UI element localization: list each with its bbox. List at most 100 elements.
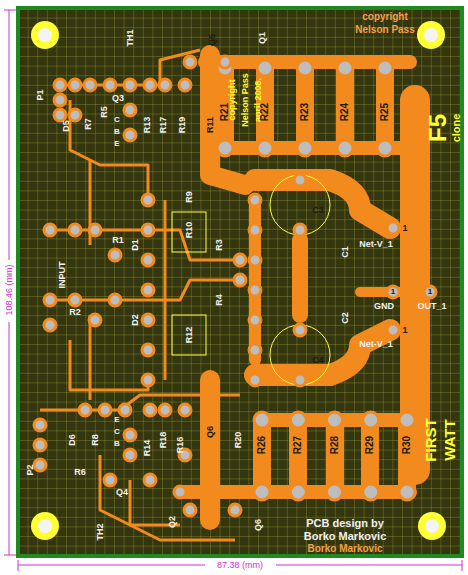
solder-pad	[254, 412, 270, 428]
board-title: F5	[426, 114, 450, 142]
solder-pad	[174, 486, 186, 498]
solder-pad	[184, 504, 196, 516]
dimension-line	[4, 10, 462, 571]
part-name: R7	[84, 118, 93, 130]
board-title: WATT	[442, 419, 457, 460]
silkscreen-text: Nelson Pass	[355, 25, 414, 35]
solder-pad	[249, 254, 261, 266]
board-outline	[18, 8, 462, 556]
solder-pad	[249, 224, 261, 236]
solder-pad	[294, 174, 306, 186]
mounting-hole	[31, 21, 446, 540]
part-name: R8	[91, 434, 100, 446]
pin-name: B	[114, 440, 120, 448]
solder-pad	[142, 314, 154, 326]
part-name: R12	[185, 327, 194, 344]
solder-pad	[294, 224, 306, 236]
solder-pad	[234, 274, 246, 286]
solder-pad	[84, 79, 96, 91]
solder-pad	[363, 484, 379, 500]
solder-pad	[337, 140, 353, 156]
signal-trace	[40, 50, 240, 540]
signal-name: INPUT	[58, 262, 67, 289]
part-name: R26	[257, 436, 267, 454]
pin-number: 1	[402, 326, 407, 335]
solder-pad	[44, 319, 56, 331]
pin-number: 1	[402, 224, 407, 233]
pin-name: C	[114, 116, 120, 124]
solder-pad	[144, 79, 156, 91]
solder-pad	[54, 79, 66, 91]
net-name: GND	[374, 302, 394, 311]
solder-pad	[184, 56, 196, 68]
solder-pad	[234, 254, 246, 266]
solder-pad	[144, 474, 156, 486]
silkscreen-text: copyright	[362, 12, 408, 22]
part-name: R25	[380, 103, 390, 121]
solder-pad	[69, 224, 81, 236]
solder-pad	[294, 374, 306, 386]
part-name: R21	[220, 103, 230, 121]
solder-pad	[44, 294, 56, 306]
solder-pad	[142, 344, 154, 356]
solder-pad	[159, 404, 171, 416]
solder-pad	[377, 140, 393, 156]
pin-number: 1	[391, 288, 395, 296]
solder-pad	[254, 484, 270, 500]
part-name: Q3	[112, 94, 124, 103]
copper-trace	[180, 55, 430, 520]
solder-pad	[34, 439, 46, 451]
solder-pad	[124, 449, 136, 461]
solder-pad	[34, 459, 46, 471]
part-name: R29	[365, 436, 375, 454]
dimension-label: 108.46 (mm)	[5, 262, 14, 317]
solder-pad	[297, 60, 313, 76]
pin-name: E	[114, 140, 119, 148]
solder-pad	[142, 224, 154, 236]
solder-pad	[387, 286, 399, 298]
part-name: P1	[36, 89, 45, 100]
part-name: Q6	[254, 519, 263, 531]
solder-pad	[399, 412, 415, 428]
net-name: Net-V_1	[359, 240, 393, 249]
solder-pad	[144, 404, 156, 416]
part-name: R28	[330, 436, 340, 454]
solder-pad	[142, 374, 154, 386]
part-name: C1	[341, 246, 350, 258]
part-name: R10	[185, 222, 194, 239]
solder-pad	[179, 404, 191, 416]
part-name: R24	[340, 103, 350, 121]
part-name: Q5	[208, 34, 217, 46]
capacitor-outline	[172, 175, 330, 385]
solder-pad	[109, 294, 121, 306]
solder-pad	[217, 140, 233, 156]
net-name: Net-V_1	[359, 340, 393, 349]
solder-pad	[142, 194, 154, 206]
part-name: R1	[112, 236, 124, 245]
silkscreen-text: Nelson Pass	[241, 73, 250, 127]
solder-pad	[124, 429, 136, 441]
part-name: R19	[178, 117, 187, 134]
solder-pad	[99, 404, 111, 416]
solder-pad	[249, 284, 261, 296]
solder-pad	[327, 484, 343, 500]
solder-pad	[124, 104, 136, 116]
solder-pad	[249, 374, 261, 386]
dimension-label: 87.38 (mm)	[215, 561, 265, 570]
part-name: Q2	[168, 516, 177, 528]
part-name: R22	[260, 103, 270, 121]
solder-pad	[257, 140, 273, 156]
part-name: D1	[131, 239, 140, 251]
solder-pad	[119, 404, 131, 416]
solder-pad	[69, 109, 81, 121]
part-name: TH2	[96, 523, 105, 540]
pin-name: E	[114, 416, 119, 424]
part-name: R9	[185, 191, 194, 203]
part-name: R5	[100, 106, 109, 118]
credit-text: Borko Markovic	[307, 544, 382, 554]
solder-pad	[290, 412, 306, 428]
part-name: Q6	[206, 426, 215, 438]
board-title: clone	[451, 114, 462, 143]
solder-pad	[249, 344, 261, 356]
solder-pad	[294, 324, 306, 336]
